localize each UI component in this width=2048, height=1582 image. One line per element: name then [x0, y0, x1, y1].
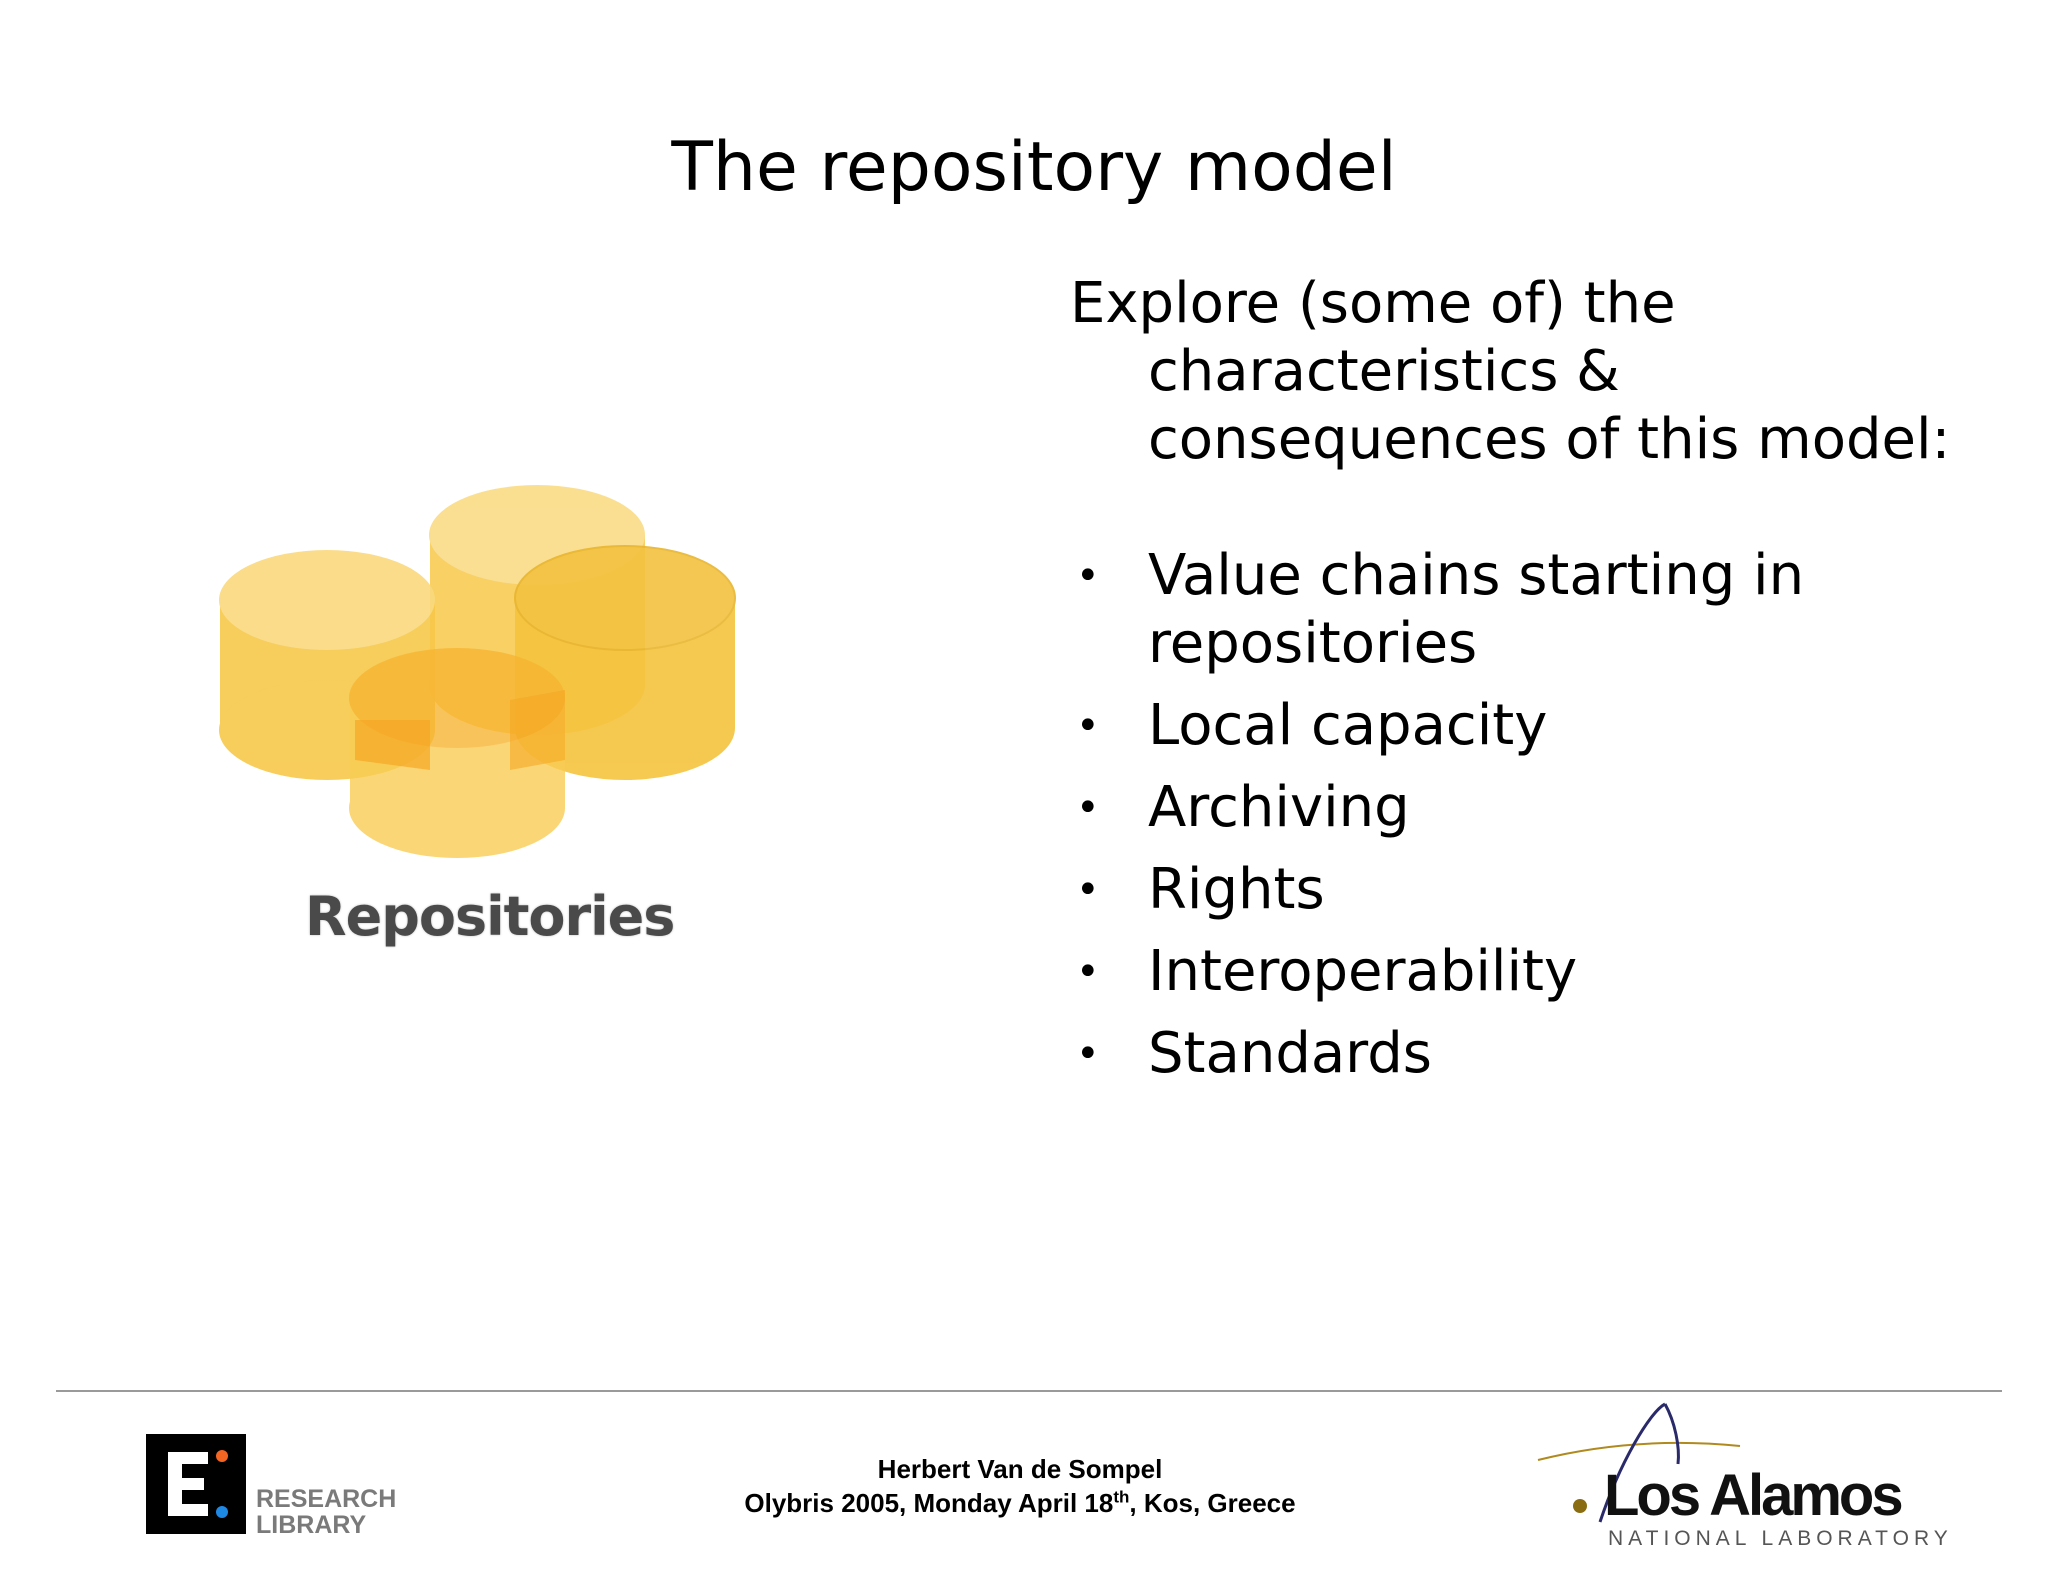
bullet-item: •Value chains starting in repositories — [1076, 543, 1805, 676]
repositories-label: Repositories — [305, 885, 675, 948]
footer-credits: Herbert Van de Sompel Olybris 2005, Mond… — [620, 1452, 1420, 1520]
repositories-figure: Repositories — [205, 470, 805, 980]
bullet-item: •Rights — [1076, 857, 1325, 922]
slide-title: The repository model — [671, 128, 1397, 207]
bullet-icon: • — [1076, 785, 1100, 831]
research-library-text: RESEARCH LIBRARY — [256, 1485, 397, 1539]
bullet-icon: • — [1076, 553, 1100, 599]
footer-divider — [56, 1390, 2002, 1392]
bullet-item: •Archiving — [1076, 775, 1410, 840]
lanl-subtitle: NATIONAL LABORATORY — [1608, 1527, 1953, 1550]
intro-line-3: consequences of this model: — [1148, 407, 1951, 472]
slide-content: Explore (some of) the characteristics & … — [1070, 270, 2000, 1102]
intro-line-1: Explore (some of) the — [1070, 271, 1676, 336]
bullet-icon: • — [1076, 703, 1100, 749]
bullet-item: •Interoperability — [1076, 939, 1578, 1004]
footer-author: Herbert Van de Sompel — [877, 1454, 1163, 1484]
bullet-icon: • — [1076, 1031, 1100, 1077]
bullet-item: •Local capacity — [1076, 693, 1548, 758]
repositories-cylinders-icon — [219, 485, 736, 858]
bullet-list: •Value chains starting in repositories •… — [1070, 542, 2000, 1088]
bullet-icon: • — [1076, 867, 1100, 913]
lanl-name: Los Alamos — [1604, 1463, 1904, 1528]
bullet-item: •Standards — [1076, 1021, 1432, 1086]
bullet-icon: • — [1076, 949, 1100, 995]
intro-paragraph: Explore (some of) the characteristics & … — [1070, 270, 2000, 474]
footer-event: Olybris 2005, Monday April 18th, Kos, Gr… — [744, 1487, 1296, 1518]
los-alamos-logo-icon — [1537, 1402, 1741, 1523]
research-library-logo-icon — [146, 1434, 246, 1534]
intro-line-2: characteristics & — [1148, 339, 1620, 404]
